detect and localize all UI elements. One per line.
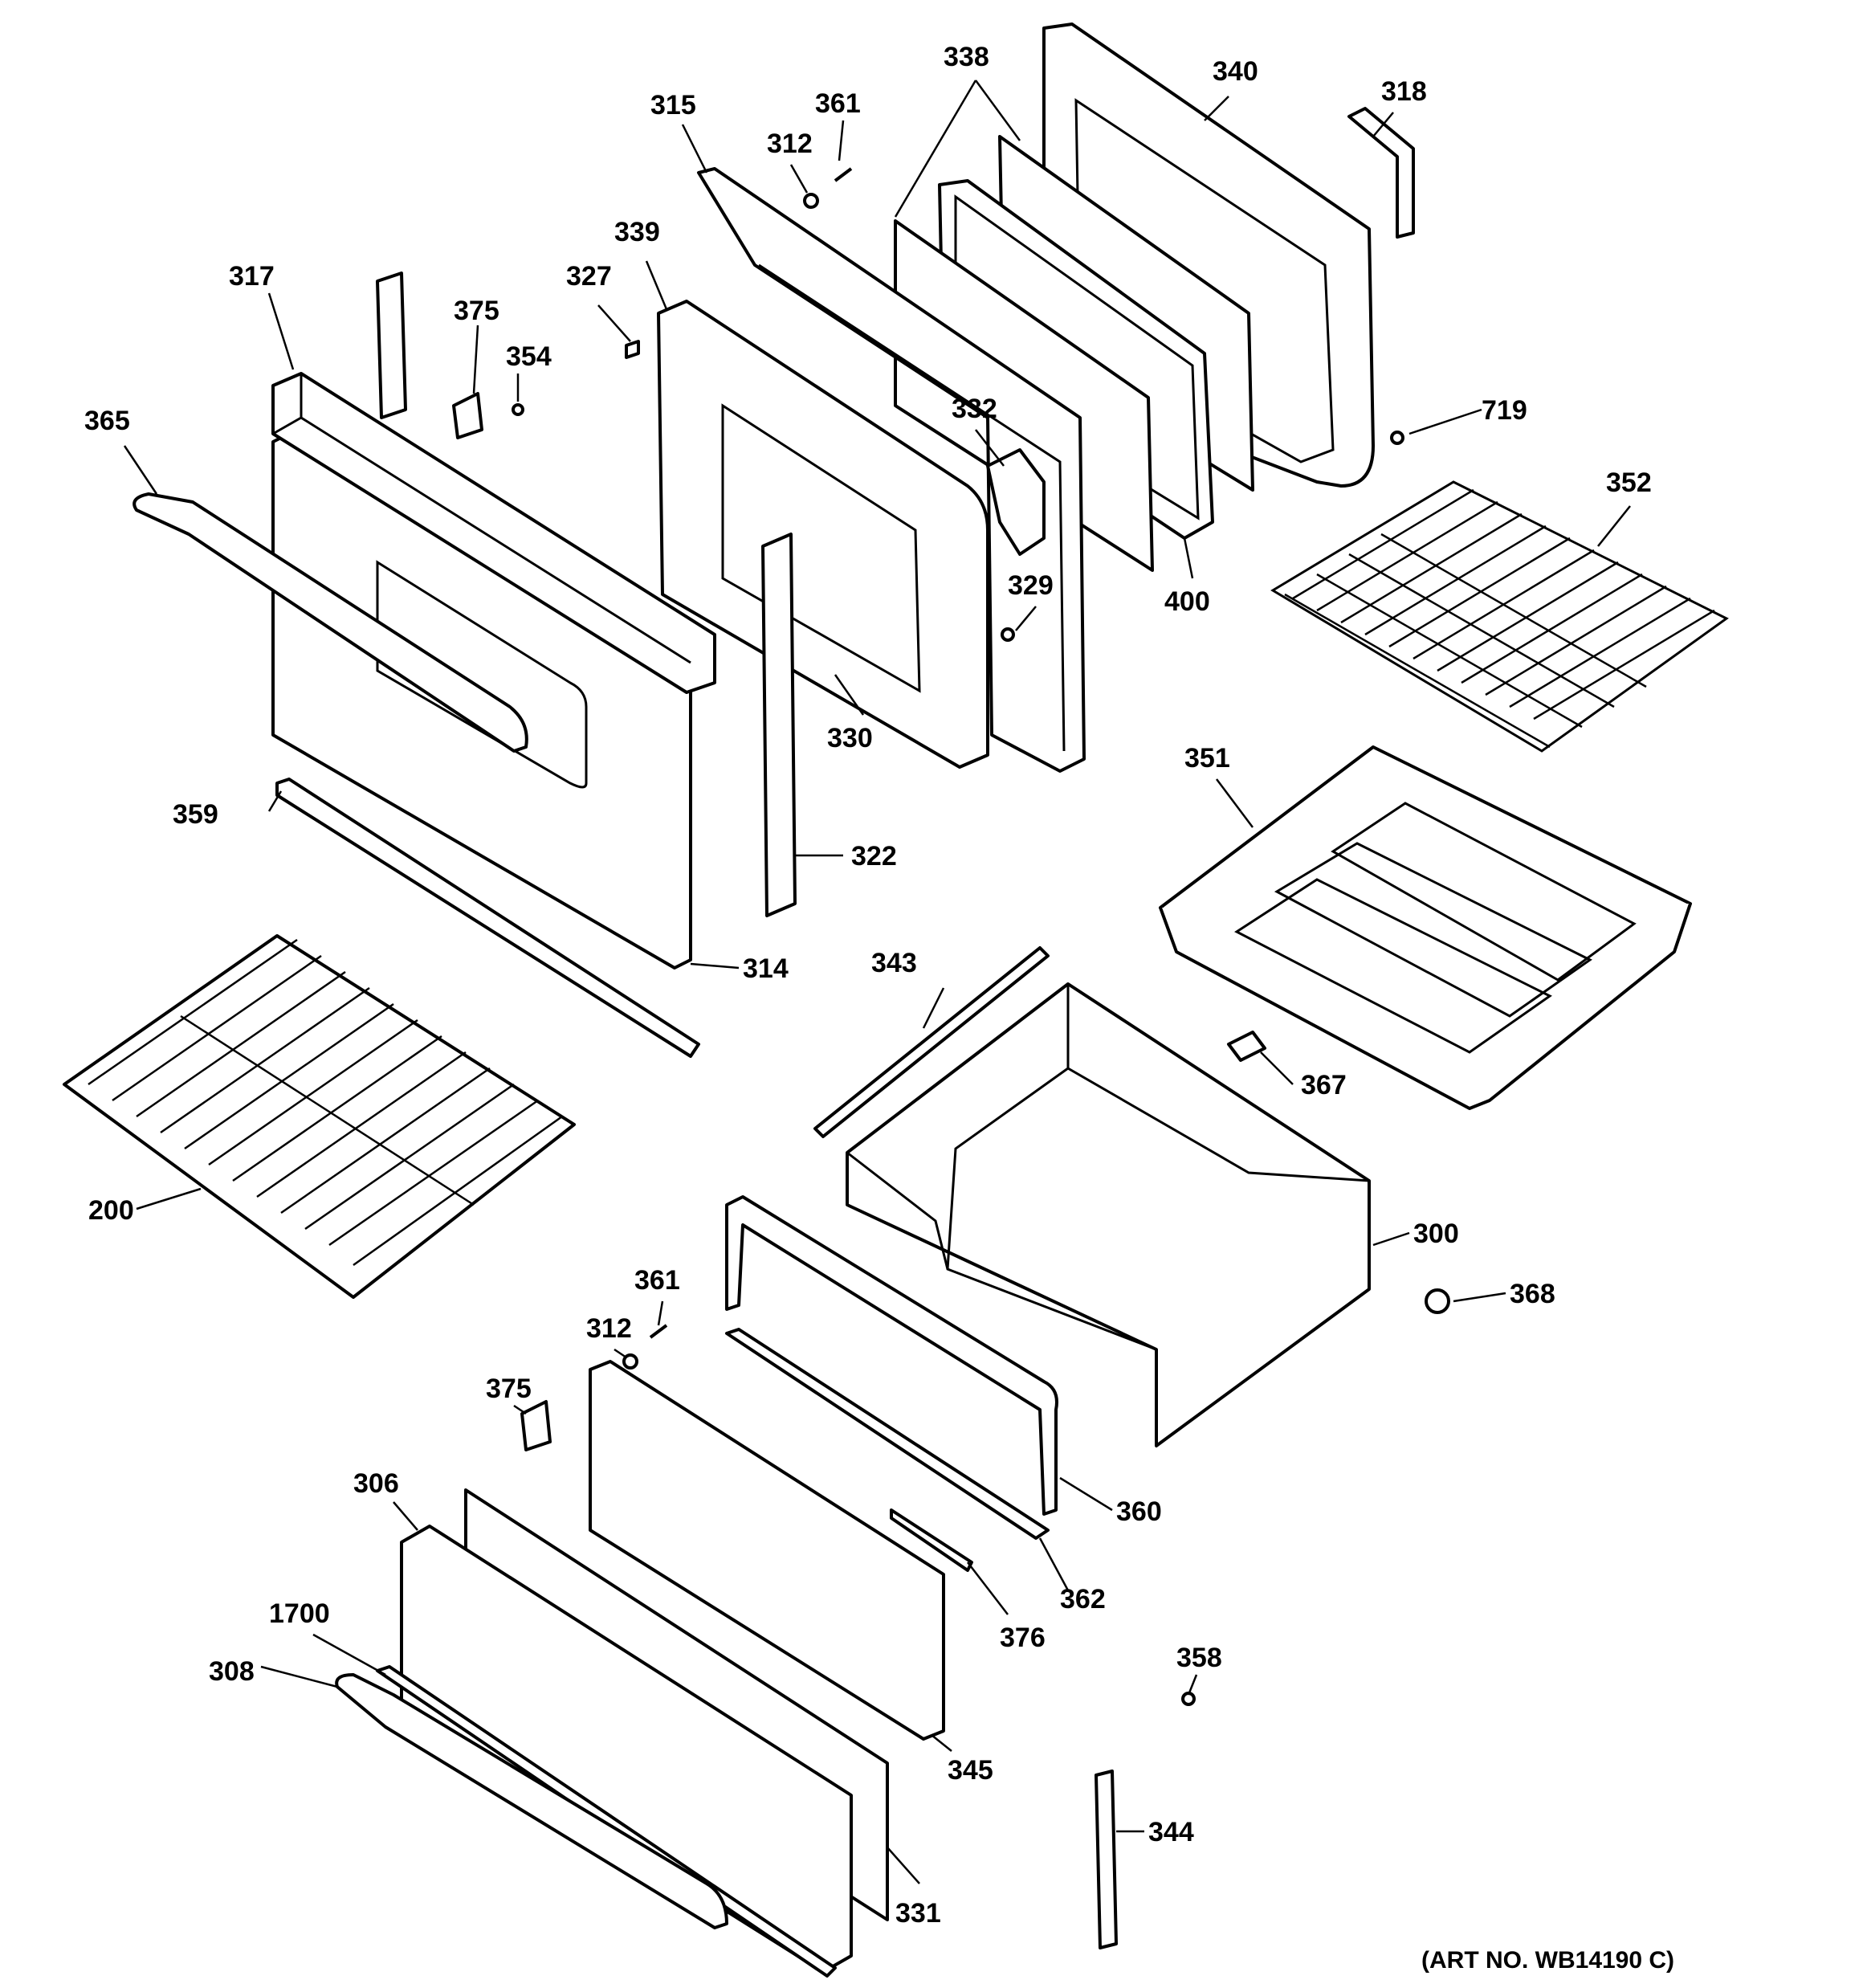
part-362-rail (725, 1328, 1050, 1540)
part-312b-washer (622, 1353, 638, 1370)
part-375b-bracket (520, 1400, 552, 1451)
callout-300: 300 (1413, 1219, 1459, 1249)
part-376-guide (890, 1508, 973, 1572)
callout-315: 315 (650, 90, 696, 120)
part-misc-lower (520, 1031, 1450, 1949)
part-329-screw (1001, 627, 1015, 642)
callout-400: 400 (1164, 586, 1210, 617)
callout-312a: 312 (767, 129, 813, 159)
callout-329: 329 (1008, 570, 1054, 601)
part-352-oven-rack (1270, 480, 1729, 753)
part-354-screw (512, 403, 524, 416)
part-hinge-bracket (376, 271, 407, 419)
callout-308: 308 (209, 1656, 255, 1687)
part-368-foot (1425, 1288, 1450, 1314)
part-719-screw (1390, 431, 1404, 445)
callout-322: 322 (851, 841, 897, 872)
callout-314: 314 (743, 953, 789, 984)
callout-354: 354 (506, 341, 552, 372)
callout-318: 318 (1381, 76, 1427, 107)
part-359-bottom-trim (275, 778, 700, 1058)
callout-339: 339 (614, 217, 660, 247)
callout-317: 317 (229, 261, 275, 292)
part-small-hardware (452, 107, 1415, 642)
callout-361b: 361 (634, 1265, 680, 1296)
callout-375a: 375 (454, 296, 499, 326)
part-351-broiler-pan (1159, 745, 1692, 1110)
callout-367: 367 (1301, 1070, 1347, 1100)
callout-719: 719 (1482, 395, 1527, 426)
callout-labels: 338 340 318 315 361 312 339 327 317 375 … (84, 42, 1674, 1974)
part-345-drawer-panel (589, 1360, 945, 1741)
part-200-oven-rack (63, 934, 576, 1299)
part-339-door-panel (657, 300, 989, 769)
art-number: (ART NO. WB14190 C) (1421, 1947, 1674, 1974)
callout-306: 306 (353, 1468, 399, 1499)
callout-200: 200 (88, 1195, 134, 1226)
callout-351: 351 (1184, 743, 1230, 774)
callout-361a: 361 (815, 88, 861, 119)
callout-340: 340 (1213, 56, 1258, 87)
part-343-drawer-rail (813, 946, 1050, 1138)
callout-376: 376 (1000, 1623, 1046, 1653)
callout-344: 344 (1148, 1817, 1194, 1847)
callout-360: 360 (1116, 1496, 1162, 1527)
leader-lines (123, 80, 1631, 1884)
part-318-gasket (1347, 107, 1415, 239)
callout-331: 331 (895, 1898, 941, 1929)
part-332-insulation (986, 448, 1046, 556)
callout-327: 327 (566, 261, 612, 292)
part-312a-washer (803, 193, 819, 209)
part-361a-screw (834, 167, 853, 182)
part-360-drawer-frame (725, 1195, 1058, 1516)
callout-330: 330 (827, 723, 873, 753)
part-300-drawer-body (846, 982, 1371, 1447)
callout-1700: 1700 (269, 1598, 330, 1629)
part-375a-bracket (452, 392, 483, 439)
callout-343: 343 (871, 948, 917, 978)
callout-312b: 312 (586, 1313, 632, 1344)
callout-352: 352 (1606, 467, 1652, 498)
callout-359: 359 (173, 799, 218, 830)
callout-368: 368 (1510, 1279, 1555, 1309)
part-322-channel (761, 533, 797, 917)
callout-365: 365 (84, 406, 130, 436)
callout-338: 338 (944, 42, 989, 72)
part-317-door-trim (271, 372, 716, 694)
part-365-door-handle (132, 492, 528, 753)
callout-358: 358 (1176, 1643, 1222, 1673)
part-327-clip (625, 340, 640, 359)
part-308-drawer-handle (335, 1673, 728, 1929)
part-358-screw (1181, 1692, 1196, 1706)
part-344-bracket (1095, 1770, 1118, 1949)
callout-362: 362 (1060, 1584, 1106, 1614)
callout-332: 332 (952, 394, 997, 424)
part-367-clip (1227, 1031, 1266, 1062)
part-361b-screw (649, 1324, 668, 1339)
callout-375b: 375 (486, 1374, 532, 1404)
callout-345: 345 (948, 1755, 993, 1786)
